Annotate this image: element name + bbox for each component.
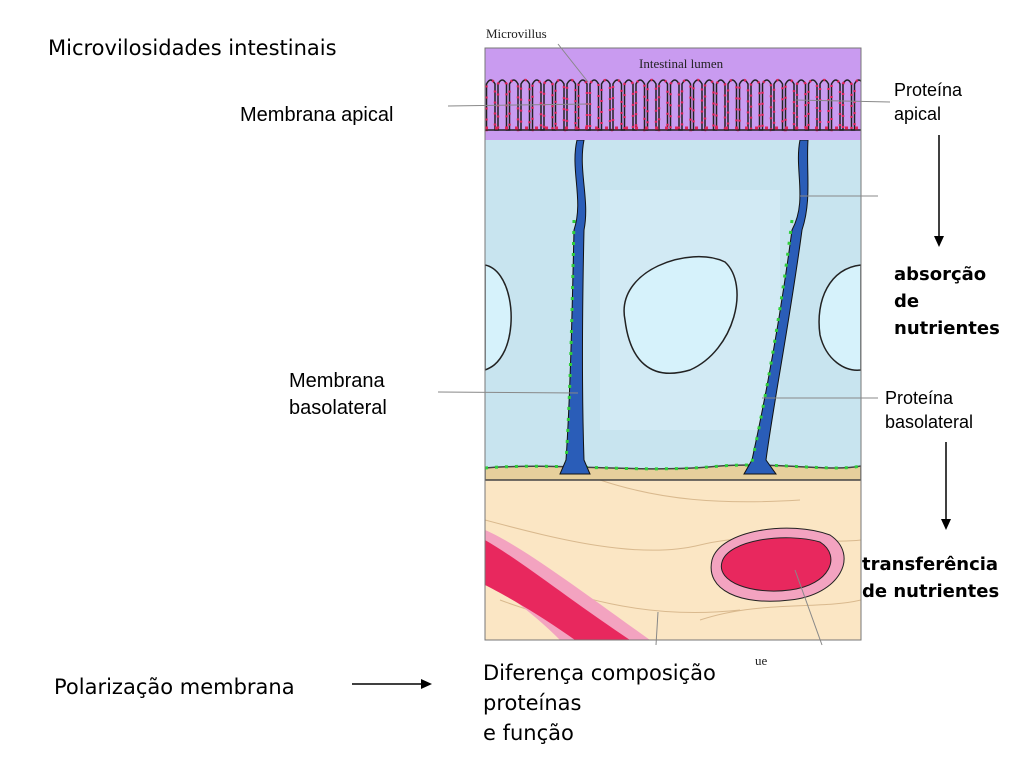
basal-green-dots xyxy=(485,463,861,471)
panel-frame xyxy=(484,47,862,641)
leader-microvillus xyxy=(557,43,589,83)
label-transfer-line2: de nutrientes xyxy=(862,581,1000,602)
label-absorption-line3: nutrientes xyxy=(894,318,1000,339)
nucleus-left xyxy=(485,264,512,371)
label-basolateral-membrane-line2: basolateral xyxy=(289,397,387,419)
label-absorption-line1: absorção xyxy=(894,264,987,285)
page-title: Microvilosidades intestinais xyxy=(48,36,337,60)
label-apical-protein-line1: Proteína xyxy=(894,80,963,100)
arrow-transfer-head xyxy=(941,519,951,530)
leader-basolateral-membrane xyxy=(437,391,579,394)
label-apical-protein: Proteína apical xyxy=(894,78,962,126)
label-apical-membrane: Membrana apical xyxy=(240,104,394,126)
junction-right xyxy=(743,139,809,475)
nucleus-center xyxy=(623,255,738,375)
label-difference-line3: e função xyxy=(483,721,574,745)
label-difference-line2: proteínas xyxy=(483,691,582,715)
fiber-lines xyxy=(485,479,861,640)
lumen-label: Intestinal lumen xyxy=(639,56,724,71)
label-basolateral-membrane-line1: Membrana xyxy=(289,370,385,392)
arrow-absorption-head xyxy=(934,236,944,247)
intestinal-lumen xyxy=(485,48,861,140)
label-basolateral-membrane: Membrana basolateral xyxy=(289,368,387,422)
label-polarization: Polarização membrana xyxy=(54,675,295,699)
cut-fragment-label: ue xyxy=(755,653,768,668)
label-difference-line1: Diferença composição xyxy=(483,661,716,685)
label-transfer-line1: transferência xyxy=(862,554,999,575)
label-apical-protein-line2: apical xyxy=(894,104,942,124)
leader-apical-membrane xyxy=(447,103,591,107)
label-basolateral-protein: Proteína basolateral xyxy=(885,386,973,434)
blood-vessel-left-lumen xyxy=(485,540,630,640)
leader-connective xyxy=(655,611,659,646)
microvilli-fingers xyxy=(485,78,861,132)
leader-apical-protein xyxy=(794,99,891,103)
label-basolateral-protein-line2: basolateral xyxy=(885,412,974,432)
label-difference: Diferença composição proteínas e função xyxy=(483,658,716,748)
label-absorption-line2: de xyxy=(894,291,920,312)
microvillus-label: Microvillus xyxy=(486,26,547,41)
junction-left xyxy=(559,139,591,475)
blood-vessel-right-lumen xyxy=(720,537,832,592)
microvilli-outline xyxy=(485,79,861,131)
leader-vessel xyxy=(794,569,823,646)
label-absorption: absorção de nutrientes xyxy=(894,261,1000,342)
label-basolateral-protein-line1: Proteína xyxy=(885,388,954,408)
label-transfer: transferência de nutrientes xyxy=(862,551,999,605)
arrow-polarization-head xyxy=(421,679,432,689)
junction-right-dots xyxy=(750,219,794,463)
blood-vessel-left xyxy=(485,530,650,640)
nucleus-right xyxy=(818,264,861,371)
